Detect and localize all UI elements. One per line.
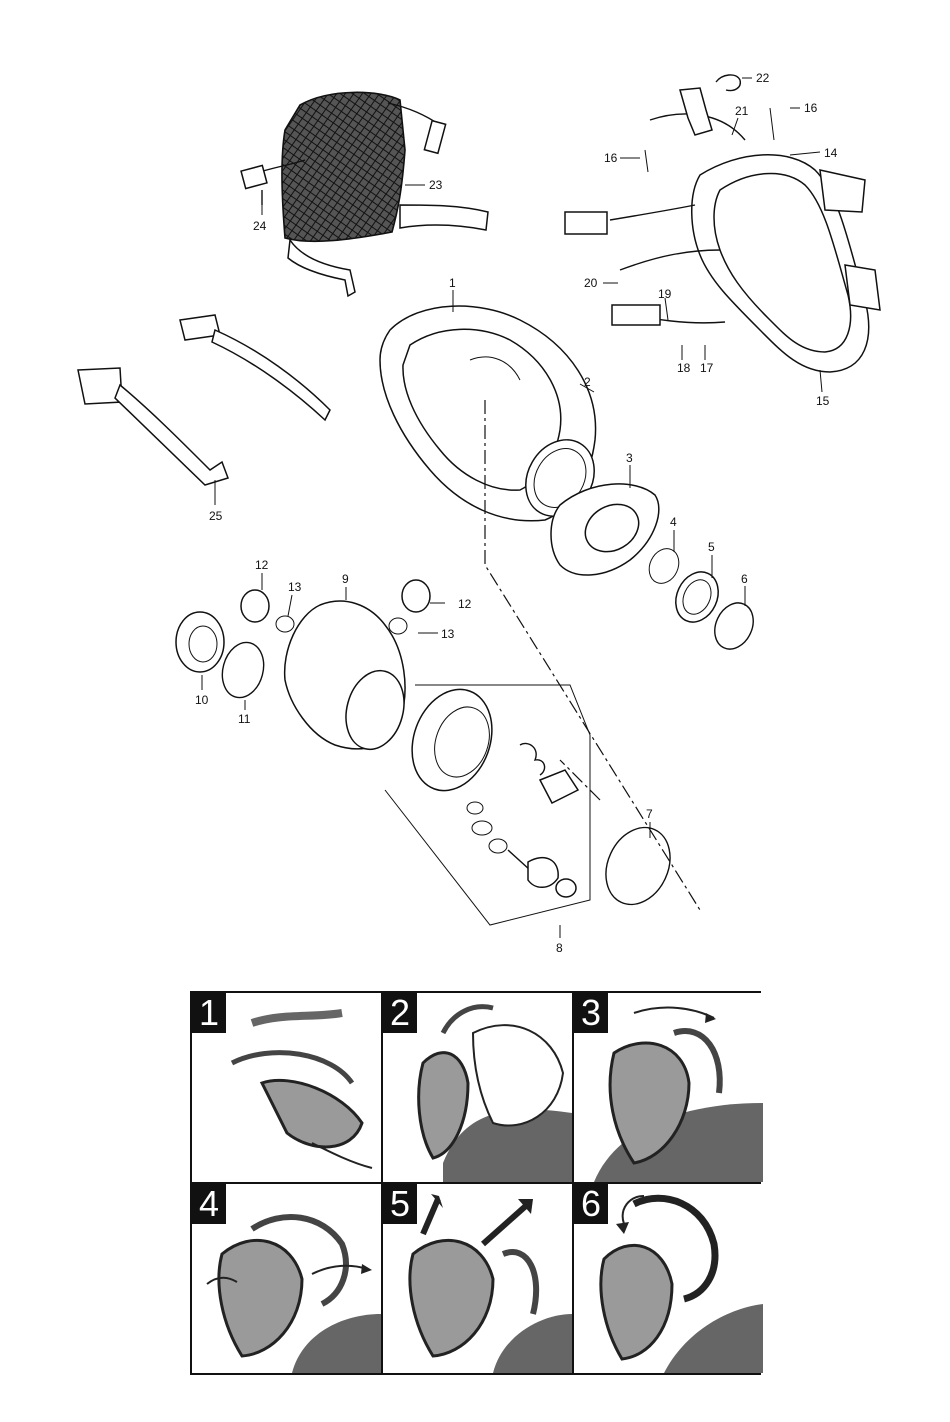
step-5-illustration — [383, 1184, 572, 1373]
step-panel-3: 3 — [574, 993, 763, 1182]
step-3-illustration — [574, 993, 763, 1182]
rings-group-upper — [644, 544, 761, 656]
callout-13-right: 13 — [441, 627, 455, 641]
callout-7: 7 — [646, 807, 653, 821]
strap-head-harness — [565, 75, 880, 372]
callout-10: 10 — [195, 693, 209, 707]
step-1-illustration — [192, 993, 381, 1182]
callout-13-left: 13 — [288, 580, 302, 594]
callout-19: 19 — [658, 287, 672, 301]
step-4-illustration — [192, 1184, 381, 1373]
step-2-illustration — [383, 993, 572, 1182]
callout-4: 4 — [670, 515, 677, 529]
step-panel-1: 1 — [192, 993, 381, 1182]
callout-23: 23 — [429, 178, 443, 192]
callout-2: 2 — [584, 375, 591, 389]
callout-17: 17 — [700, 361, 714, 375]
callout-24: 24 — [253, 219, 267, 233]
callout-12-right: 12 — [458, 597, 472, 611]
demand-valve-assembly — [385, 678, 682, 925]
callout-12-left: 12 — [255, 558, 269, 572]
mesh-head-harness — [241, 92, 488, 296]
step-panel-6: 6 — [574, 1184, 763, 1373]
callout-22: 22 — [756, 71, 770, 85]
callout-11: 11 — [238, 712, 251, 726]
callout-20: 20 — [584, 276, 598, 290]
callout-16-right: 16 — [804, 101, 818, 115]
callout-14: 14 — [824, 146, 838, 160]
callout-6: 6 — [741, 572, 748, 586]
callout-5: 5 — [708, 540, 715, 554]
callout-16-left: 16 — [604, 151, 618, 165]
callout-21: 21 — [735, 104, 749, 118]
callout-1: 1 — [449, 276, 456, 290]
callout-9: 9 — [342, 572, 349, 586]
neck-straps — [78, 315, 330, 485]
callout-25: 25 — [209, 509, 223, 523]
step-panel-4: 4 — [192, 1184, 381, 1373]
callout-18: 18 — [677, 361, 691, 375]
exploded-parts-diagram: 1 2 3 4 5 6 7 8 9 10 11 12 12 13 13 14 1… — [0, 0, 950, 990]
step-panel-5: 5 — [383, 1184, 572, 1373]
callout-8: 8 — [556, 941, 563, 955]
callout-3: 3 — [626, 451, 633, 465]
donning-steps-grid: 1 2 3 4 — [190, 991, 761, 1375]
step-panel-2: 2 — [383, 993, 572, 1182]
callout-15: 15 — [816, 394, 830, 408]
inner-mask — [285, 601, 413, 756]
step-6-illustration — [574, 1184, 763, 1373]
